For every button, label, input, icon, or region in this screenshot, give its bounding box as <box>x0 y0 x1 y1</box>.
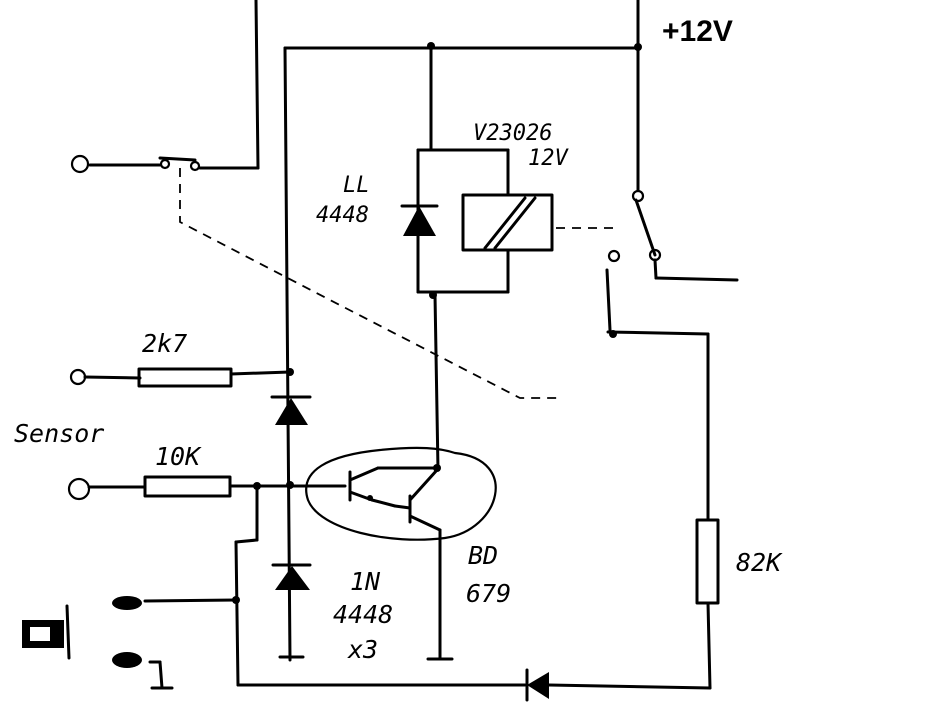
flyback-diode-label-line1: LL <box>343 173 370 198</box>
resistor-82k-label: 82K <box>736 548 783 577</box>
transistor-label-line2: 679 <box>466 579 511 608</box>
relay-circuit <box>416 44 510 472</box>
input-jack <box>22 484 259 687</box>
flyback-diode <box>400 204 439 236</box>
resistor-2k7-label: 2k7 <box>142 329 187 358</box>
darlington-transistor <box>305 446 497 660</box>
relay-part-label: V23026 <box>473 121 552 146</box>
ground-symbols <box>148 657 454 690</box>
diode-string-label-line1: 1N <box>350 567 381 596</box>
flyback-diode-label-line2: 4448 <box>316 203 369 228</box>
transistor-label-line1: BD <box>468 541 498 570</box>
supply-rail <box>283 0 642 662</box>
supply-voltage-label: +12V <box>662 15 733 48</box>
relay-mechanical-link <box>179 168 620 399</box>
diode-upper <box>270 395 312 425</box>
bottom-return-diode <box>236 668 712 702</box>
relay-changeover-contact <box>605 189 739 522</box>
diode-string-label-line2: 4448 <box>333 600 393 629</box>
relay-voltage-label: 12V <box>528 146 569 171</box>
relay-coil <box>461 193 554 252</box>
resistor-10k-label: 10K <box>155 442 202 471</box>
sensor-input <box>67 475 347 501</box>
diode-string <box>271 563 312 659</box>
resistor-82k <box>695 518 720 690</box>
resistor-2k7 <box>69 367 294 388</box>
top-switch <box>70 0 260 174</box>
sensor-label: Sensor <box>14 419 104 448</box>
diode-string-label-line3: x3 <box>347 635 378 664</box>
